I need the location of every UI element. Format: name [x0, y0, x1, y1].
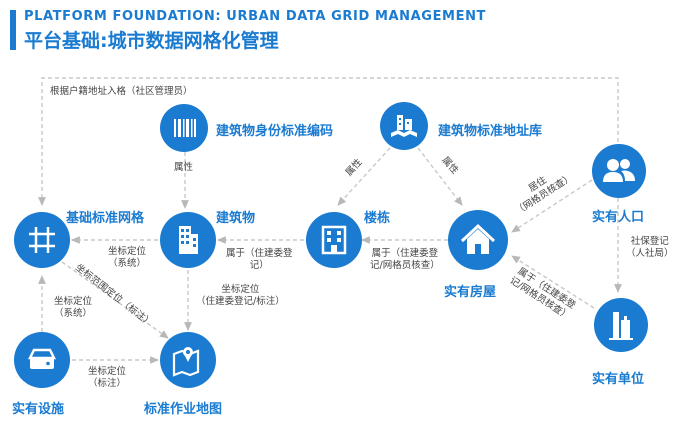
node-real-population[interactable]: [592, 144, 646, 198]
edge-population-grid: [38, 77, 619, 206]
node-real-unit[interactable]: [594, 298, 648, 352]
node-standard-map[interactable]: [160, 332, 216, 388]
edge-address-housing: [417, 147, 463, 206]
node-label-building-id-code: 建筑物身份标准编码: [216, 124, 334, 139]
node-label-real-population: 实有人口: [592, 210, 645, 225]
node-building-address-db[interactable]: [380, 102, 428, 150]
edge-label-tower-building: 属于（住建委登 记）: [226, 248, 293, 272]
edge-label-facility-map-2: （标注）: [88, 378, 127, 389]
people-icon: [603, 159, 635, 182]
edge-label-building-grid-2: （系统）: [108, 258, 147, 269]
page-subtitle: PLATFORM FOUNDATION: URBAN DATA GRID MAN…: [24, 9, 487, 24]
house-icon: [460, 223, 496, 254]
edge-label-building-map-1: 坐标定位: [221, 284, 260, 295]
node-basic-grid[interactable]: [14, 212, 70, 268]
edge-label-building-map-2: （住建委登记/标注）: [196, 296, 285, 307]
unit-icon: [609, 312, 633, 340]
node-label-tower: 楼栋: [364, 211, 391, 226]
node-label-standard-map: 标准作业地图: [144, 402, 223, 417]
office-building-icon: [179, 226, 198, 254]
edge-label-population-unit: 社保登记 （人社局）: [626, 236, 674, 260]
map-pin-icon: [172, 347, 200, 377]
header-accent-bar: [10, 10, 16, 50]
edge-label-code-building: 属性: [174, 162, 194, 173]
edge-address-tower: [337, 147, 391, 206]
node-building-id-code[interactable]: [160, 104, 208, 152]
edge-grid-map: [61, 261, 169, 339]
edge-label-building-grid: 坐标定位 （系统）: [108, 246, 146, 270]
page-title: 平台基础:城市数据网格化管理: [24, 30, 279, 52]
edge-label-facility-map: 坐标定位 （标注）: [88, 366, 126, 390]
edge-label-facility-map-1: 坐标定位: [88, 366, 127, 377]
server-icon: [27, 348, 57, 369]
node-label-real-housing: 实有房屋: [444, 285, 497, 300]
edge-label-building-map: 坐标定位 （住建委登记/标注）: [196, 284, 285, 308]
edge-label-housing-tower-1: 属于（住建委登: [371, 248, 439, 259]
node-building[interactable]: [160, 212, 216, 268]
node-real-facility[interactable]: [14, 332, 70, 388]
node-label-basic-grid: 基础标准网格: [66, 211, 145, 226]
apartment-icon: [321, 225, 347, 255]
barcode-icon: [174, 119, 196, 137]
edge-label-housing-tower: 属于（住建委登 记/网格员核查）: [370, 248, 440, 272]
edge-label-facility-grid-1: 坐标定位: [54, 296, 93, 307]
edge-label-housing-tower-2: 记/网格员核查）: [370, 260, 440, 271]
map-building-icon: [391, 115, 417, 137]
edge-label-population-unit-2: （人社局）: [626, 248, 674, 259]
edge-unit-housing: [511, 255, 595, 309]
node-label-building-address-db: 建筑物标准地址库: [438, 124, 543, 139]
edge-label-facility-grid-2: （系统）: [54, 308, 93, 319]
edge-label-tower-building-2: 记）: [249, 260, 269, 271]
edge-label-building-grid-1: 坐标定位: [108, 246, 147, 257]
edge-label-facility-grid: 坐标定位 （系统）: [54, 296, 92, 320]
edge-population-housing: [511, 179, 593, 233]
node-label-real-facility: 实有设施: [12, 402, 65, 417]
edge-label-top-loop: 根据户籍地址入格（社区管理员）: [50, 86, 193, 97]
edge-label-tower-building-1: 属于（住建委登: [226, 248, 293, 259]
node-label-real-unit: 实有单位: [592, 372, 645, 387]
edge-label-population-unit-1: 社保登记: [630, 236, 669, 247]
grid-icon: [29, 227, 55, 253]
node-real-housing[interactable]: [448, 210, 508, 270]
node-label-building: 建筑物: [216, 211, 256, 226]
node-tower[interactable]: [306, 212, 362, 268]
